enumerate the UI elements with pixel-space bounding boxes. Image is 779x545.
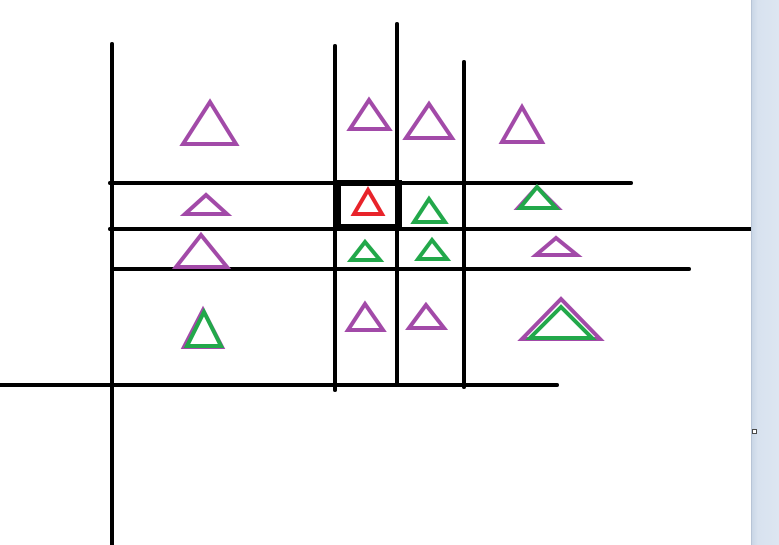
green-triangle <box>346 238 385 262</box>
purple-triangle <box>498 102 546 144</box>
highlighted-cell <box>335 180 402 230</box>
resize-handle[interactable] <box>752 429 757 434</box>
green-triangle <box>515 183 561 210</box>
sketch-diagram <box>0 22 751 545</box>
green-triangle <box>414 236 452 261</box>
drawing-canvas[interactable] <box>0 0 751 545</box>
side-panel-strip <box>751 0 779 545</box>
purple-triangle <box>344 300 387 332</box>
purple-triangle <box>179 98 240 146</box>
purple-triangle <box>171 231 232 269</box>
purple-triangle <box>405 301 449 330</box>
green-triangle <box>183 307 225 348</box>
red-triangle <box>350 186 386 216</box>
purple-triangle <box>179 192 233 216</box>
green-triangle <box>410 195 449 224</box>
purple-triangle <box>402 100 456 140</box>
purple-triangle <box>346 96 393 131</box>
purple-triangle <box>530 235 583 257</box>
green-triangle <box>525 304 597 340</box>
